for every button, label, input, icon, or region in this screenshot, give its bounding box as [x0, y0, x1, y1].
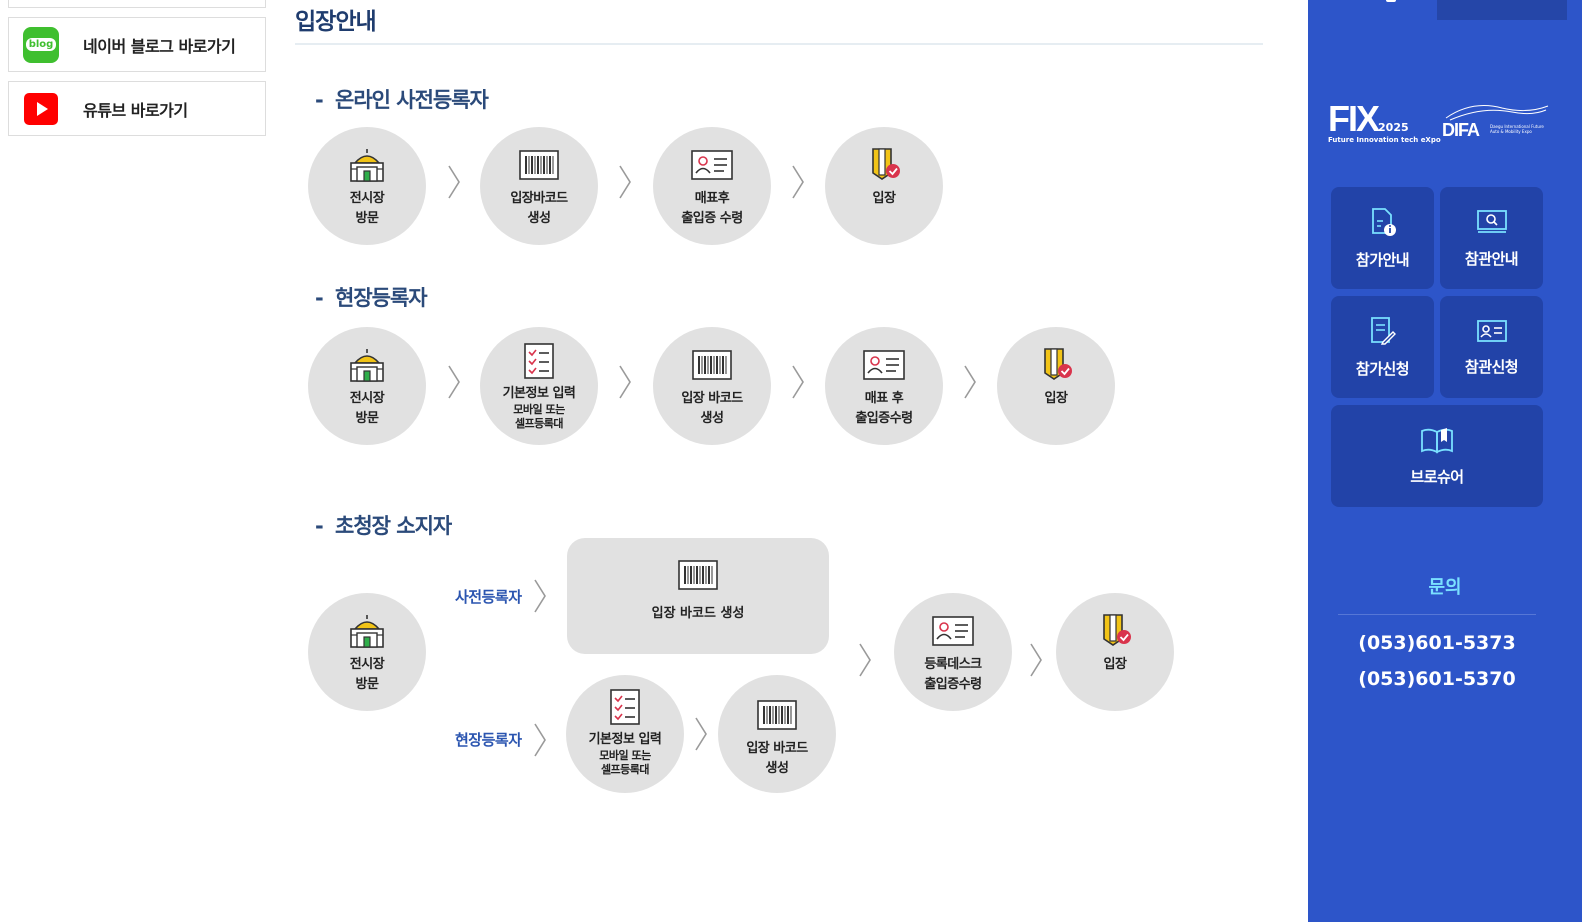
chevron-right-icon: [962, 364, 978, 400]
chevron-right-icon: [617, 164, 633, 200]
venue-building-icon: [345, 347, 389, 383]
contact-divider: [1338, 614, 1536, 615]
step-online-enter: 입장: [825, 127, 943, 245]
participation-apply-button[interactable]: 참가신청: [1331, 296, 1434, 398]
chevron-right-icon: [446, 164, 462, 200]
youtube-link-label: 유튜브 바로가기: [83, 100, 188, 120]
venue-building-icon: [345, 147, 389, 183]
section-onsite-heading: -현장등록자: [315, 286, 428, 310]
document-pen-icon: [1370, 316, 1396, 345]
fix-logo[interactable]: FIX2025 Future Innovation tech eXpo: [1328, 98, 1441, 144]
checklist-icon: [603, 689, 647, 725]
open-book-icon: [1421, 427, 1453, 453]
naver-blog-link-label: 네이버 블로그 바로가기: [83, 36, 236, 56]
chevron-right-icon: [693, 716, 709, 752]
step-invite-enter: 입장: [1056, 593, 1174, 711]
difa-logo[interactable]: DIFA Daegu International Future Auto & M…: [1442, 100, 1552, 144]
entry-badge-icon: [1093, 613, 1137, 649]
link-box-stub: [8, 0, 266, 8]
venue-building-icon: [345, 613, 389, 649]
entry-badge-icon: [1034, 347, 1078, 383]
id-card-icon: [690, 147, 734, 183]
chevron-right-icon: [790, 364, 806, 400]
step-onsite-enter: 입장: [997, 327, 1115, 445]
chevron-right-icon: [446, 364, 462, 400]
section-invite-heading: -초청장 소지자: [315, 514, 452, 538]
page-title: 입장안내: [295, 9, 377, 35]
chevron-right-icon: [532, 578, 548, 614]
id-card-icon: [862, 347, 906, 383]
youtube-icon: [23, 91, 59, 127]
step-invite-pre-barcode: 입장 바코드 생성: [567, 538, 829, 654]
contact-title: 문의: [1428, 577, 1462, 598]
document-info-icon: [1371, 207, 1396, 236]
contact-phone-2[interactable]: (053)601-5370: [1358, 668, 1516, 690]
barcode-icon: [690, 347, 734, 383]
barcode-icon: [678, 560, 718, 594]
brochure-button[interactable]: 브로슈어: [1331, 405, 1543, 507]
left-quick-links: blog 네이버 블로그 바로가기 유튜브 바로가기: [8, 0, 266, 136]
chevron-right-icon: [532, 722, 548, 758]
branch-label-onsite: 현장등록자: [455, 731, 522, 749]
chevron-right-icon: [857, 642, 873, 678]
checklist-icon: [517, 343, 561, 379]
chevron-right-icon: [1028, 642, 1044, 678]
panel-top-tab[interactable]: [1437, 0, 1567, 20]
chevron-right-icon: [617, 364, 633, 400]
id-card-icon: [1476, 319, 1507, 342]
section-online-heading: -온라인 사전등록자: [315, 88, 489, 112]
difa-swoosh-icon: [1445, 105, 1549, 121]
visitor-apply-button[interactable]: 참관신청: [1440, 296, 1543, 398]
barcode-icon: [755, 697, 799, 733]
right-quick-panel: FIX2025 Future Innovation tech eXpo DIFA…: [1308, 0, 1582, 922]
id-card-icon: [931, 613, 975, 649]
participation-guide-button[interactable]: 참가안내: [1331, 187, 1434, 289]
visitor-guide-button[interactable]: 참관안내: [1440, 187, 1543, 289]
branch-label-preregistered: 사전등록자: [455, 588, 522, 606]
naver-blog-icon: blog: [23, 26, 59, 63]
contact-phone-1[interactable]: (053)601-5373: [1358, 632, 1516, 654]
monitor-search-icon: [1476, 209, 1507, 233]
naver-blog-link[interactable]: blog 네이버 블로그 바로가기: [8, 17, 266, 72]
barcode-icon: [517, 147, 561, 183]
title-divider: [295, 43, 1263, 45]
youtube-link[interactable]: 유튜브 바로가기: [8, 81, 266, 136]
panel-top-indicator: [1386, 0, 1396, 2]
chevron-right-icon: [790, 164, 806, 200]
entry-badge-icon: [862, 147, 906, 183]
